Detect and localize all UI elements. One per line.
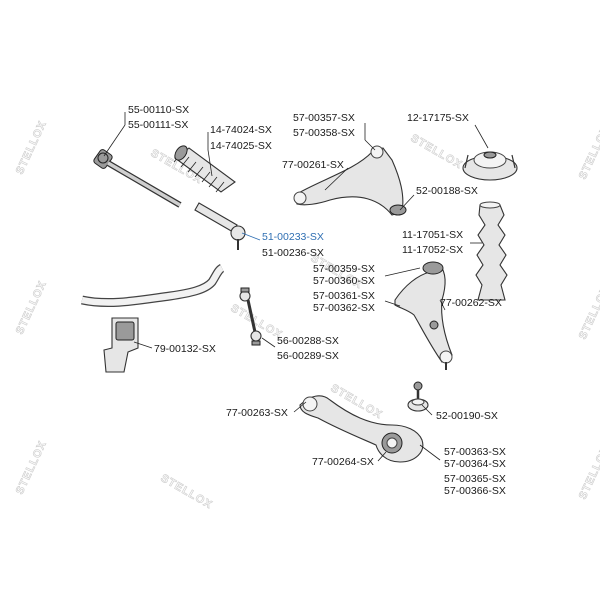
label-57-00359-sx[interactable]: 57-00359-SX bbox=[313, 263, 375, 275]
label-55-00111-sx[interactable]: 55-00111-SX bbox=[128, 119, 188, 131]
label-51-00233-sx[interactable]: 51-00233-SX bbox=[262, 231, 324, 243]
label-77-00262-sx[interactable]: 77-00262-SX bbox=[440, 297, 502, 309]
watermark-right-2: STELLOX bbox=[577, 284, 600, 341]
label-56-00289-sx[interactable]: 56-00289-SX bbox=[277, 350, 339, 362]
label-55-00110-sx[interactable]: 55-00110-SX bbox=[128, 104, 189, 116]
label-52-00188-sx[interactable]: 52-00188-SX bbox=[416, 185, 478, 197]
label-57-00361-sx[interactable]: 57-00361-SX bbox=[313, 290, 375, 302]
watermark-diag-5: STELLOX bbox=[159, 472, 215, 511]
leader-lines bbox=[103, 112, 489, 462]
watermark-left-1: STELLOX bbox=[14, 119, 49, 176]
label-56-00288-sx[interactable]: 56-00288-SX bbox=[277, 335, 339, 347]
tie-rod-end-part bbox=[194, 202, 246, 250]
label-77-00264-sx[interactable]: 77-00264-SX bbox=[312, 456, 374, 468]
label-52-00190-sx[interactable]: 52-00190-SX bbox=[436, 410, 498, 422]
label-57-00360-sx[interactable]: 57-00360-SX bbox=[313, 275, 375, 287]
label-14-74025-sx[interactable]: 14-74025-SX bbox=[210, 140, 272, 152]
label-79-00132-sx[interactable]: 79-00132-SX bbox=[154, 343, 216, 355]
steering-boot-part bbox=[173, 145, 236, 193]
front-lower-arm-part bbox=[394, 261, 453, 370]
part-labels: 55-00110-SX 55-00111-SX 14-74024-SX 14-7… bbox=[128, 104, 506, 497]
label-77-00263-sx[interactable]: 77-00263-SX bbox=[226, 407, 288, 419]
watermark-left-3: STELLOX bbox=[14, 439, 49, 496]
strut-mount-part bbox=[462, 151, 518, 181]
inner-tie-rod-part bbox=[93, 149, 182, 208]
label-57-00357-sx[interactable]: 57-00357-SX bbox=[293, 112, 355, 124]
watermark-layer: STELLOX STELLOX STELLOX STELLOX STELLOX … bbox=[13, 119, 600, 512]
upper-control-arm-part bbox=[293, 145, 407, 216]
label-11-17051-sx[interactable]: 11-17051-SX bbox=[402, 229, 463, 241]
rear-lower-arm-part bbox=[299, 395, 424, 463]
label-14-74024-sx[interactable]: 14-74024-SX bbox=[210, 124, 272, 136]
watermark-left-2: STELLOX bbox=[14, 279, 49, 336]
label-57-00365-sx[interactable]: 57-00365-SX bbox=[444, 473, 506, 485]
label-12-17175-sx[interactable]: 12-17175-SX bbox=[407, 112, 469, 124]
stabilizer-bar-part bbox=[81, 263, 225, 373]
watermark-diag-6: STELLOX bbox=[409, 132, 465, 171]
label-11-17052-sx[interactable]: 11-17052-SX bbox=[402, 244, 463, 256]
label-57-00366-sx[interactable]: 57-00366-SX bbox=[444, 485, 506, 497]
label-77-00261-sx[interactable]: 77-00261-SX bbox=[282, 159, 344, 171]
watermark-right-1: STELLOX bbox=[577, 124, 600, 181]
stabilizer-link-part bbox=[239, 287, 262, 346]
label-51-00236-sx[interactable]: 51-00236-SX bbox=[262, 247, 324, 259]
label-57-00358-sx[interactable]: 57-00358-SX bbox=[293, 127, 355, 139]
label-57-00363-sx[interactable]: 57-00363-SX bbox=[444, 446, 506, 458]
shock-boot-part bbox=[475, 201, 508, 301]
ball-joint-part bbox=[407, 381, 429, 412]
label-57-00362-sx[interactable]: 57-00362-SX bbox=[313, 302, 375, 314]
label-57-00364-sx[interactable]: 57-00364-SX bbox=[444, 458, 506, 470]
watermark-right-3: STELLOX bbox=[577, 444, 600, 501]
